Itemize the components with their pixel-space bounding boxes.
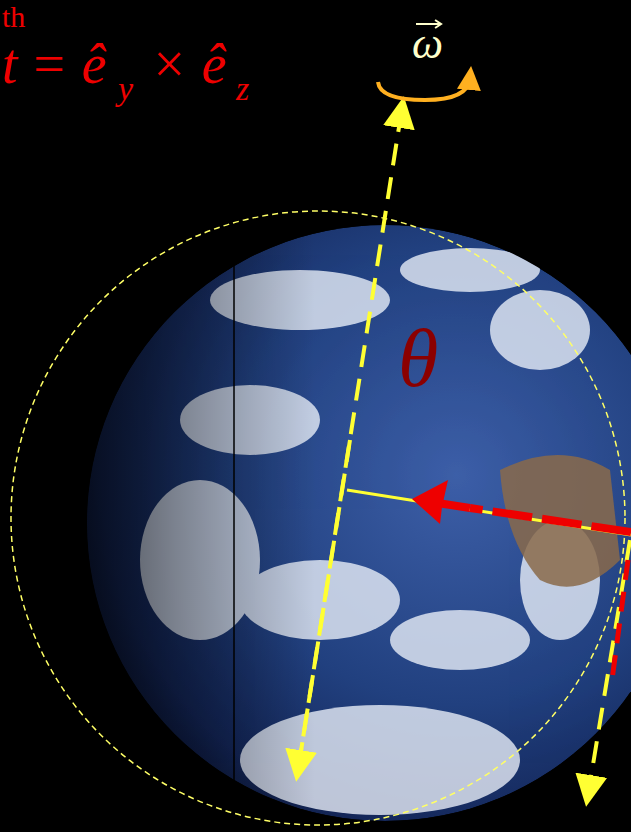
cut-text: th	[2, 2, 25, 32]
equation-subscript: y	[118, 72, 133, 106]
theta-label: θ	[398, 318, 438, 400]
equation-part: t	[2, 36, 18, 92]
equation-subscript: z	[236, 72, 249, 106]
omega-label: ω	[412, 22, 443, 66]
equation-part: × ê	[150, 36, 227, 92]
equation-part: = ê	[30, 36, 107, 92]
